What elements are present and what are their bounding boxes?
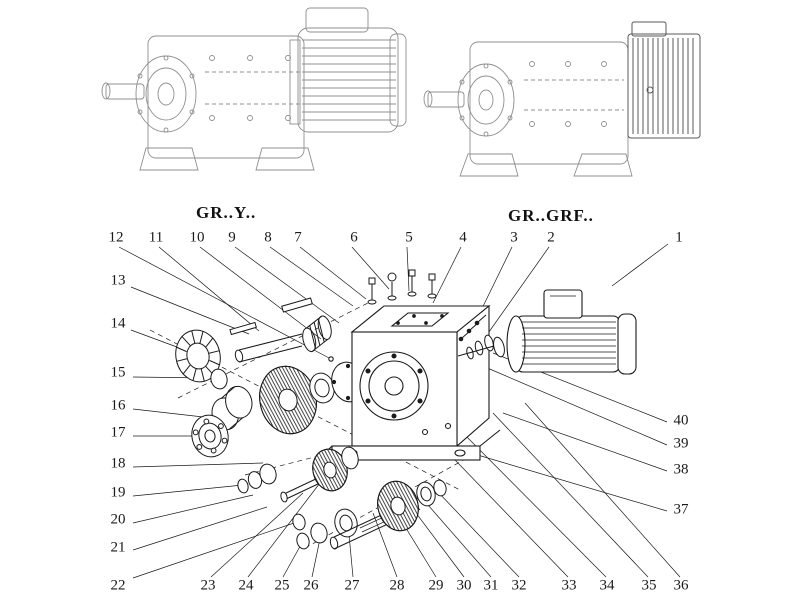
callout-29: 29	[428, 577, 444, 594]
callout-1: 1	[675, 229, 683, 246]
callout-8: 8	[264, 229, 272, 246]
assembled-gearmotor-gr-y	[101, 7, 407, 171]
callout-33: 33	[561, 577, 577, 594]
callout-18: 18	[110, 455, 126, 472]
callout-26: 26	[303, 577, 319, 594]
model-label-gr-y: GR..Y..	[196, 203, 257, 222]
callout-16: 16	[110, 397, 126, 414]
callout-19: 19	[110, 484, 126, 501]
callout-24: 24	[238, 577, 254, 594]
callout-37: 37	[673, 501, 689, 518]
callout-17: 17	[110, 424, 126, 441]
callout-20: 20	[110, 511, 126, 528]
callout-32: 32	[511, 577, 527, 594]
assembled-gearmotor-gr-grf	[423, 41, 633, 177]
callout-40: 40	[673, 412, 689, 429]
input-pinion-shaft	[229, 297, 332, 363]
callout-23: 23	[200, 577, 216, 594]
callout-14: 14	[110, 315, 126, 332]
callout-6: 6	[350, 229, 358, 246]
callout-31: 31	[483, 577, 499, 594]
output-shaft-set	[292, 479, 447, 550]
callout-30: 30	[456, 577, 472, 594]
large-helical-gear	[259, 361, 365, 435]
callout-22: 22	[110, 577, 126, 594]
callout-5: 5	[405, 229, 413, 246]
callout-3: 3	[510, 229, 518, 246]
callout-9: 9	[228, 229, 236, 246]
output-flange-and-bearings	[175, 329, 253, 458]
callout-15: 15	[110, 364, 126, 381]
callout-2: 2	[547, 229, 555, 246]
callout-10: 10	[189, 229, 205, 246]
callout-27: 27	[344, 577, 360, 594]
callout-12: 12	[108, 229, 124, 246]
intermediate-gear-set	[237, 446, 359, 503]
motor-coupling-parts	[457, 314, 505, 360]
callout-7: 7	[294, 229, 302, 246]
callout-38: 38	[673, 461, 689, 478]
callout-28: 28	[389, 577, 405, 594]
electric-motor	[506, 289, 637, 375]
callout-36: 36	[673, 577, 689, 594]
callout-34: 34	[599, 577, 615, 594]
callout-39: 39	[673, 435, 689, 452]
model-label-gr-grf: GR..GRF..	[508, 206, 594, 225]
callout-21: 21	[110, 539, 126, 556]
callout-4: 4	[459, 229, 467, 246]
callout-13: 13	[110, 272, 126, 289]
callout-35: 35	[641, 577, 657, 594]
callout-25: 25	[274, 577, 290, 594]
housing-top-bolts	[367, 269, 437, 305]
finned-cover-block	[627, 21, 701, 139]
callout-11: 11	[148, 229, 164, 246]
gear-housing	[325, 304, 501, 461]
